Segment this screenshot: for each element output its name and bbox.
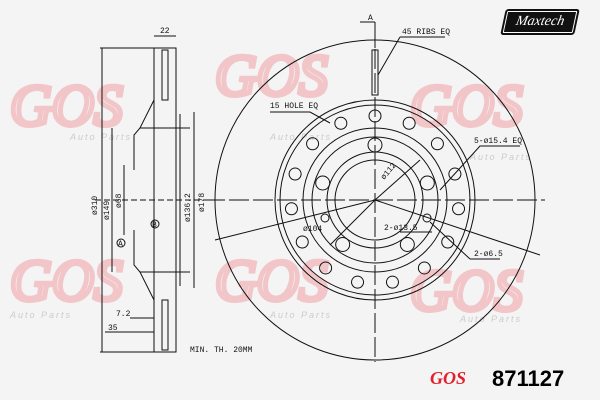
vent-hole (368, 109, 382, 123)
watermark-logo: GOS (215, 248, 328, 313)
vent-hole (334, 116, 348, 130)
watermark-tagline: Auto Parts (459, 314, 522, 324)
vent-hole (452, 202, 466, 216)
watermark-tagline: Auto Parts (9, 310, 72, 320)
d310-label: ø310 (91, 196, 100, 215)
holes-6-5-label: 2-ø6.5 (474, 250, 503, 259)
d112-label: ø112 (379, 161, 398, 182)
maxtech-logo: Maxtech (500, 9, 580, 35)
watermark-logo: GOS (410, 258, 523, 323)
gos-logo: GOS (430, 368, 467, 388)
watermark-logo: GOS (10, 73, 123, 138)
d136-label: ø136.2 (184, 193, 193, 222)
watermark-tagline: Auto Parts (469, 152, 532, 162)
ribs-label: 45 RIBS EQ (402, 28, 450, 37)
watermark-tagline: Auto Parts (69, 132, 132, 142)
vent-hole (448, 167, 462, 181)
d68-label: ø68 (115, 193, 124, 208)
watermark-tagline: Auto Parts (269, 132, 332, 142)
vent-hole (385, 275, 399, 289)
bolt-hole (367, 137, 383, 153)
watermark-logo: GOS (410, 73, 523, 138)
section-view (95, 35, 215, 353)
d149-label: ø149 (103, 201, 112, 220)
datum-b: B (152, 221, 157, 230)
holes-label: 15 HOLE EQ (270, 102, 318, 111)
section-labels: 22 ø310 ø149 ø68 ø136.2 ø178 B A 7.2 35 … (91, 27, 253, 355)
vent-hole (430, 137, 444, 151)
vent-hole (306, 137, 320, 151)
vent-hole (288, 167, 302, 181)
section-mark: A (368, 14, 373, 23)
vent-hole (417, 261, 431, 275)
vent-hole (284, 202, 298, 216)
vent-hole (295, 235, 309, 249)
d178-label: ø178 (198, 193, 207, 212)
watermark-logo: GOS (215, 43, 328, 108)
watermark-logo: GOS (10, 248, 123, 313)
bolt-hole (419, 175, 435, 191)
vent-hole (441, 235, 455, 249)
vent-hole (319, 261, 333, 275)
pcd-label: ø104 (303, 225, 322, 234)
datum-a: A (118, 240, 123, 249)
bolt-hole (315, 175, 331, 191)
offset-7-2: 7.2 (116, 310, 131, 319)
bolt-hole (335, 236, 351, 252)
holes-13-5-label: 2-ø13.5 (384, 224, 418, 233)
watermark-tagline: Auto Parts (269, 310, 332, 320)
bolt-hole (399, 236, 415, 252)
face-view (205, 21, 545, 362)
bolt-holes-label: 5-ø15.4 EQ (474, 137, 522, 146)
part-number: 871127 (492, 366, 565, 391)
vent-hole (351, 275, 365, 289)
offset-35: 35 (108, 324, 118, 333)
vent-hole (402, 116, 416, 130)
watermarks: GOS GOS GOS GOS GOS GOS Auto Parts Auto … (8, 41, 532, 326)
width-label: 22 (160, 27, 170, 36)
min-thickness: MIN. TH. 20MM (190, 346, 253, 355)
